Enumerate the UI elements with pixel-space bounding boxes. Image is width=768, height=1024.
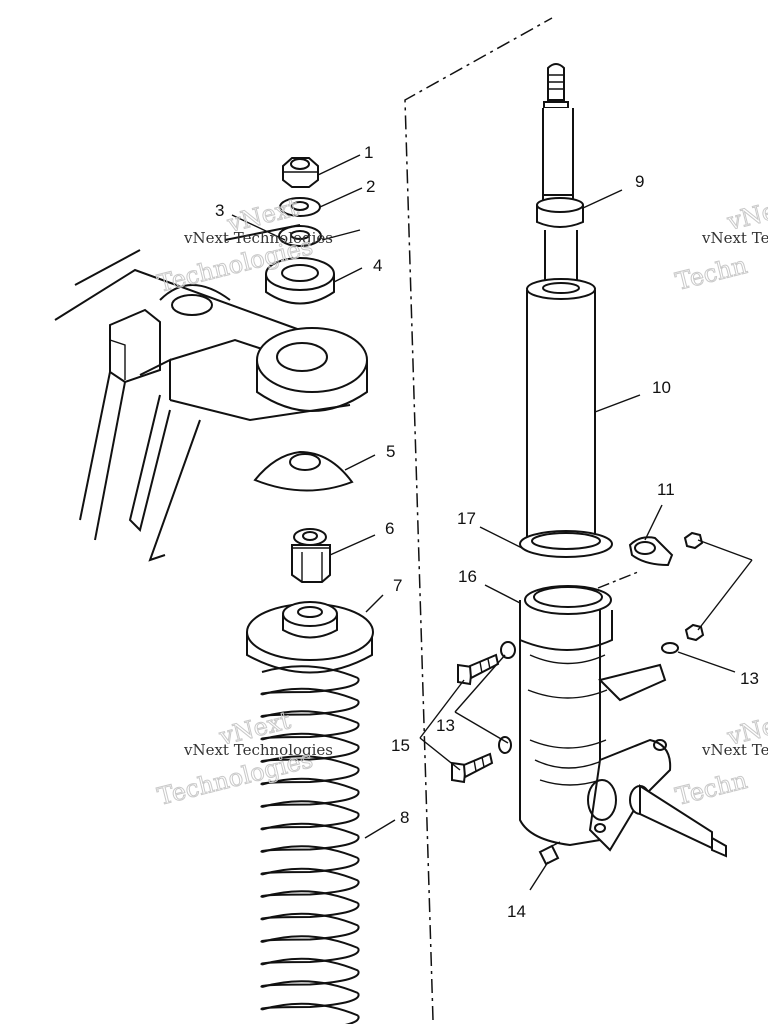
spring-coil-back bbox=[261, 935, 359, 949]
spring-coil-back bbox=[261, 710, 359, 724]
svg-text:vNext Te: vNext Te bbox=[701, 741, 768, 759]
spring-coil-back bbox=[261, 777, 359, 792]
watermark-top-right: vNext Te Techn vNe bbox=[672, 196, 768, 296]
part-4-bushing bbox=[265, 257, 335, 305]
spring-coil-back bbox=[261, 800, 359, 814]
callout-9: 9 bbox=[635, 172, 644, 191]
callout-8: 8 bbox=[400, 808, 409, 827]
spring-coil-back bbox=[261, 732, 359, 747]
part-17-seal bbox=[519, 530, 613, 558]
watermark-bottom-right: vNext Te Techn vNe bbox=[672, 711, 768, 811]
section-divider bbox=[404, 17, 553, 1021]
svg-text:Techn: Techn bbox=[673, 766, 750, 811]
part-5-cap bbox=[253, 450, 354, 492]
callout-labels: 1 2 3 4 5 6 7 8 9 10 11 13 13 14 15 16 1… bbox=[215, 143, 759, 921]
watermark-bottom-left: vNext Technologies Technologies vNext bbox=[154, 706, 333, 812]
spring-coil-back bbox=[261, 957, 359, 972]
spring-coil-back bbox=[261, 845, 359, 859]
leader-lines bbox=[231, 154, 753, 891]
part-13-nut-upper bbox=[683, 531, 704, 550]
svg-text:Techn: Techn bbox=[673, 251, 750, 296]
callout-7: 7 bbox=[393, 576, 402, 595]
callout-5: 5 bbox=[386, 442, 395, 461]
callout-2: 2 bbox=[366, 177, 375, 196]
part-9-collar bbox=[536, 195, 584, 228]
spring-coil-back bbox=[261, 687, 359, 702]
part-15-bolt-upper bbox=[457, 641, 516, 686]
callout-1: 1 bbox=[364, 143, 373, 162]
spring-coil-back bbox=[261, 867, 359, 882]
part-7-spring-seat bbox=[246, 601, 374, 674]
callout-16: 16 bbox=[458, 567, 477, 586]
callout-13-left: 13 bbox=[436, 716, 455, 735]
callout-11: 11 bbox=[657, 480, 675, 499]
callout-13-right: 13 bbox=[740, 669, 759, 688]
callout-4: 4 bbox=[373, 256, 382, 275]
callout-15: 15 bbox=[391, 736, 410, 755]
callout-17: 17 bbox=[457, 509, 476, 528]
part-10-shock-absorber bbox=[526, 63, 596, 549]
svg-text:vNext Technologies: vNext Technologies bbox=[183, 741, 333, 759]
callout-10: 10 bbox=[652, 378, 671, 397]
spring-coil-back bbox=[261, 822, 359, 837]
part-14-grease-fitting bbox=[538, 841, 561, 866]
callout-3: 3 bbox=[215, 201, 224, 220]
spring-coil-back bbox=[261, 1002, 359, 1017]
spring-coil-back bbox=[261, 980, 359, 994]
part-8-coil-spring bbox=[260, 665, 360, 1024]
spring-coil-front bbox=[344, 1014, 360, 1024]
svg-text:vNext Te: vNext Te bbox=[701, 229, 768, 247]
part-1-nut bbox=[282, 157, 319, 188]
spring-coil-back bbox=[261, 912, 359, 927]
part-11-clip bbox=[628, 536, 674, 567]
svg-text:vNext Technologies: vNext Technologies bbox=[183, 229, 333, 247]
spring-coil-back bbox=[261, 755, 359, 769]
spring-coil-back bbox=[261, 890, 359, 904]
part-13-nut-lower bbox=[661, 623, 705, 654]
spring-coil-back bbox=[261, 665, 359, 679]
callout-6: 6 bbox=[385, 519, 394, 538]
part-3-washer bbox=[278, 225, 322, 247]
callout-14: 14 bbox=[507, 902, 526, 921]
part-6-nut bbox=[291, 528, 331, 583]
control-arm bbox=[54, 224, 368, 562]
spindle-axle bbox=[629, 784, 727, 858]
part-15-bolt-lower bbox=[451, 736, 512, 784]
